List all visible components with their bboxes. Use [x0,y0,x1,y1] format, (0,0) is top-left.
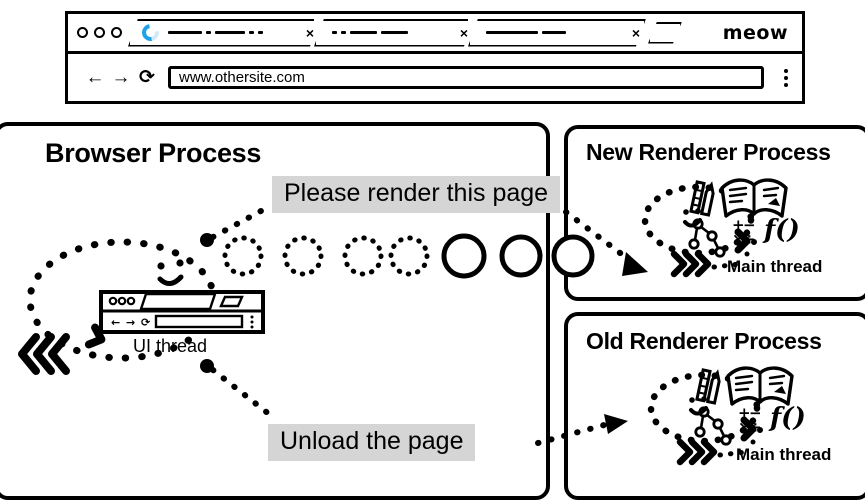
svg-text:+: + [738,404,751,422]
svg-text:×: × [732,230,745,248]
minimize-window-dot-icon[interactable] [94,27,105,38]
tab-2-close-icon[interactable]: × [459,24,468,41]
tab-2-title-placeholder [328,31,451,34]
tab-3-title-placeholder [482,31,623,34]
render-message-to-new-renderer-arrow [563,209,648,276]
tab-strip: × × × [68,14,802,54]
render-message-connector [200,202,275,247]
svg-text:←: ← [111,316,120,329]
ui-thread-label: UI thread [133,336,208,356]
svg-text:→: → [126,316,135,329]
forward-icon[interactable]: → [111,67,131,88]
reload-icon[interactable]: ⟳ [139,67,155,88]
new-renderer-process-title: New Renderer Process [586,139,831,165]
svg-text:+: + [732,216,745,234]
book-icon [726,366,794,406]
active-task-circle-1 [441,233,487,279]
function-notation-icon: f() [768,403,806,433]
new-renderer-main-thread-label: Main thread [727,257,823,276]
active-task-circle-3 [551,234,595,278]
svg-text:f(): f() [762,215,800,245]
maximize-window-dot-icon[interactable] [111,27,122,38]
math-symbols-icon: +− ×÷ [738,404,763,445]
pens-icon [689,180,715,217]
new-renderer-main-thread-icon: +− ×÷ f() [641,178,800,278]
window-controls[interactable] [77,27,122,38]
url-input[interactable]: www.othersite.com [168,66,764,89]
pending-task-circle-3 [342,235,384,277]
tab-1[interactable]: × [128,18,320,47]
pending-task-circle-4 [388,235,430,277]
old-renderer-process-title: Old Renderer Process [586,328,822,354]
ui-thread-triple-chevron-icon [18,333,70,375]
unload-message-label: Unload the page [268,424,476,461]
svg-text:−: − [743,216,756,234]
svg-text:f(): f() [768,403,806,433]
pens-icon [695,368,721,405]
ui-thread-smiley-icon [157,259,184,286]
back-icon[interactable]: ← [85,67,105,88]
active-task-circle-2 [499,234,543,278]
svg-text:÷: ÷ [749,418,762,436]
dom-tree-icon [694,406,732,446]
pending-task-circle-2 [282,235,324,277]
browser-window: × × × [65,11,805,104]
svg-text:÷: ÷ [743,230,756,248]
book-icon [720,178,788,218]
tab-2-shape [314,19,474,47]
browser-toolbar: ← → ⟳ www.othersite.com [68,54,802,104]
svg-text:−: − [749,404,762,422]
tab-1-close-icon[interactable]: × [305,24,314,41]
unload-message-to-old-renderer-arrow [535,414,628,446]
brand-label: meow [722,21,788,44]
task-queue-circles [222,233,595,279]
old-renderer-main-thread-icon: +− ×÷ f() [647,366,806,466]
render-message-label: Please render this page [272,176,561,213]
unload-message-connector [200,359,277,421]
ui-thread-browser-icon: ← → ⟳ [99,290,265,334]
browser-process-title: Browser Process [45,138,262,168]
tab-3-close-icon[interactable]: × [631,24,640,41]
svg-text:⟳: ⟳ [141,316,151,329]
svg-text:×: × [738,418,751,436]
close-window-dot-icon[interactable] [77,27,88,38]
tab-2[interactable]: × [314,18,474,47]
function-notation-icon: f() [762,215,800,245]
pending-task-circle-1 [222,235,264,277]
tab-1-title-placeholder [164,31,297,34]
dom-tree-icon [688,218,726,258]
old-renderer-main-thread-label: Main thread [736,445,832,464]
ui-thread-loop-chevron-icon [84,323,106,349]
tab-3[interactable]: × [468,18,646,47]
old-renderer-process-panel [564,312,865,500]
new-renderer-process-panel [564,125,865,301]
math-symbols-icon: +− ×÷ [732,216,757,257]
kebab-menu-icon[interactable] [778,68,794,87]
